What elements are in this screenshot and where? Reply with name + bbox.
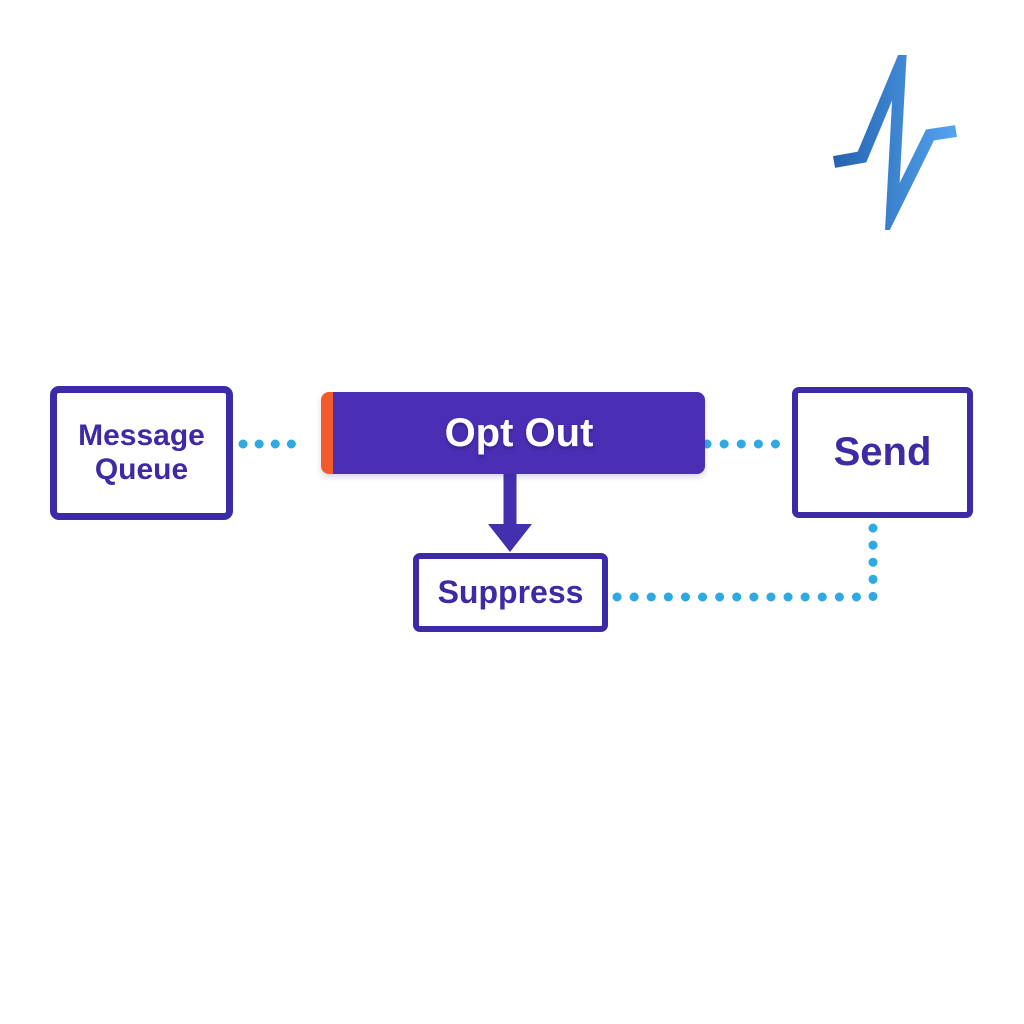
connector-send-to-suppress xyxy=(607,523,878,602)
opt-out-body: Opt Out xyxy=(333,392,705,474)
node-opt-out: Opt Out xyxy=(321,392,705,474)
arrow-head xyxy=(488,524,532,552)
node-send-label: Send xyxy=(833,430,932,474)
node-suppress: Suppress xyxy=(413,553,608,632)
node-message-queue-label: Message Queue xyxy=(78,418,205,487)
node-opt-out-label: Opt Out xyxy=(444,410,594,455)
pulse-waveform-path xyxy=(832,55,957,230)
pulse-waveform-logo-icon xyxy=(832,55,957,230)
node-suppress-label: Suppress xyxy=(437,574,584,610)
node-send: Send xyxy=(792,387,973,518)
opt-out-accent-bar xyxy=(321,392,333,474)
node-message-queue: Message Queue xyxy=(50,386,233,520)
arrow-optout-to-suppress xyxy=(488,473,532,552)
